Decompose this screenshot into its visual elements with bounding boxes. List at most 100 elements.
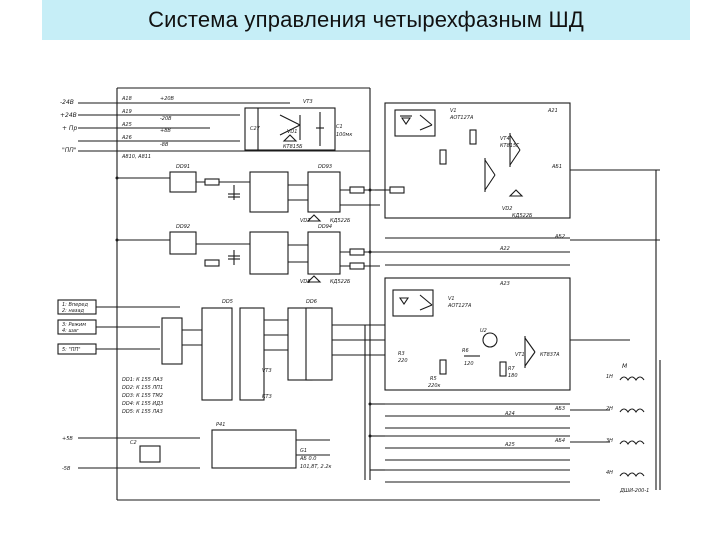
label-vd1: VD1	[287, 129, 297, 135]
label-vt1: VT1	[515, 352, 525, 358]
left-bus	[116, 87, 600, 501]
connection-bus	[115, 88, 385, 480]
label-r3-val: 220	[398, 358, 408, 364]
label-vd7-type: КД522Б	[330, 218, 351, 224]
label-g1: G1	[300, 448, 307, 454]
label-a24: А24	[504, 411, 515, 417]
control-switches: 1: Вперед 2: назад 3: Режим 4: шаг 5: "П…	[57, 299, 180, 355]
label-r5: R5	[430, 376, 437, 382]
label-in-plus24: +24В	[60, 112, 77, 119]
parts-list: DD1: К 155 ЛА3 DD2: К 155 ЛП1 DD3: К 155…	[122, 377, 163, 415]
label-c1: C1	[336, 124, 343, 130]
label-parts4: DD4: К 155 ИД3	[122, 401, 163, 407]
label-phase3: 3Н	[606, 438, 613, 444]
label-phase2: 2Н	[606, 406, 613, 412]
label-ds3: 5: "ПП"	[62, 347, 81, 353]
power-supply-block: VT3 КТ815Б VD1 C1 100мк С27	[244, 99, 352, 151]
label-motor: М	[622, 363, 628, 370]
label-r6: R6	[462, 348, 469, 354]
label-vd8-type: КД522Б	[330, 279, 351, 285]
driver-a23: V1 АОТ127А U2 R5 220к R6 120 R7 180 VT1 …	[384, 277, 630, 391]
label-plus5b: +5В	[62, 436, 73, 442]
label-vt4-type: КТ815Г	[500, 143, 520, 149]
label-c1-val: 100мк	[336, 132, 352, 138]
label-a22: А22	[499, 246, 510, 252]
counter-block: DD5 DD6 VT3 КТ3	[161, 299, 385, 401]
label-phase4: 4Н	[606, 470, 613, 476]
label-dd6: DD6	[306, 299, 317, 305]
label-phase1: 1Н	[606, 374, 613, 380]
label-dd92: DD92	[176, 224, 190, 230]
label-plus20: +20В	[160, 96, 175, 102]
label-motor-type: ДШИ-200-1	[619, 488, 649, 494]
label-a19: А19	[121, 109, 132, 115]
label-a21: А21	[547, 108, 558, 114]
label-vt1-type: КТ837А	[540, 352, 560, 358]
label-plus8: +8В	[160, 128, 171, 134]
label-r10: А810, А811	[121, 154, 151, 160]
label-r41: Р41	[216, 422, 225, 428]
label-a25: А25	[121, 122, 132, 128]
label-a26: А26	[121, 135, 132, 141]
label-v1-mid: V1	[448, 296, 455, 302]
input-rails: -24В +24В + Пр "ПП" А18 А19 А25 А26 А810…	[60, 96, 370, 160]
label-r7: R7	[508, 366, 515, 372]
label-u2: U2	[480, 328, 487, 334]
label-parts1: DD1: К 155 ЛА3	[122, 377, 163, 383]
label-v1-top: V1	[450, 108, 457, 114]
label-osc: 101,8Т, 2.2к	[300, 464, 332, 470]
label-vt3b-type: КТ3	[262, 394, 272, 400]
oscillator-block: +5В -5В C2 Р41 G1 АБ 0.0 101,8Т, 2.2к	[62, 422, 332, 472]
label-vt3: VT3	[303, 99, 313, 105]
label-in-pr: + Пр	[62, 125, 77, 132]
label-r6-val: 120	[464, 361, 474, 367]
label-ds1b: 2: назад	[62, 308, 85, 314]
logic-row-1: DD91 DD93 VD7 КД522Б	[117, 164, 405, 224]
driver-a21: V1 АОТ127А VT4 КТ815Г VD2 КД522Б А21 АБ1	[384, 102, 660, 219]
label-ab2: АБ2	[554, 234, 565, 240]
label-vt4: VT4	[500, 136, 510, 142]
label-ds1: 1: Вперед	[62, 302, 88, 308]
title-banner: Система управления четырехфазным ШД	[42, 0, 690, 40]
label-vt3-type: КТ815Б	[283, 144, 303, 150]
stepper-motor: М 1Н 2Н 3Н 4Н ДШИ-200-1	[606, 170, 661, 494]
label-dd94: DD94	[318, 224, 332, 230]
label-vd2-type: КД522Б	[512, 213, 533, 219]
label-c2: C2	[130, 440, 137, 446]
label-a23: А23	[499, 281, 510, 287]
driver-a24-a25: А24 А25 АБ3 АБ4	[385, 403, 610, 483]
label-dd5: DD5	[222, 299, 233, 305]
label-dd91: DD91	[176, 164, 190, 170]
driver-a22: А22 АБ2	[385, 234, 660, 266]
label-minus5: -5В	[62, 466, 71, 472]
label-r7-val: 180	[508, 373, 518, 379]
logic-row-2: DD92 DD94 VD8 КД522Б	[117, 224, 400, 285]
label-ab-bottom: АБ 0.0	[299, 456, 316, 462]
label-ab1: АБ1	[551, 164, 562, 170]
label-vt3b: VT3	[262, 368, 272, 374]
label-minus20: -20В	[160, 116, 172, 122]
label-ds2: 3: Режим	[62, 322, 86, 328]
label-r3: R3	[398, 351, 405, 357]
label-ab3: АБ3	[554, 406, 565, 412]
label-ab4: АБ4	[554, 438, 565, 444]
label-dd93: DD93	[318, 164, 332, 170]
label-parts2: DD2: К 155 ЛП1	[122, 385, 163, 391]
label-in-minus24: -24В	[60, 99, 74, 106]
page-title: Система управления четырехфазным ШД	[148, 7, 584, 32]
label-vd2: VD2	[502, 206, 512, 212]
label-v1-type-top: АОТ127А	[449, 115, 474, 121]
label-a25b: А25	[504, 442, 515, 448]
label-minus8: -8В	[160, 142, 169, 148]
label-r5-val: 220к	[428, 383, 441, 389]
label-a18: А18	[121, 96, 132, 102]
label-parts5: DD5: К 155 ЛА3	[122, 409, 163, 415]
label-v1-type-mid: АОТ127А	[447, 303, 472, 309]
label-in-pp: "ПП"	[62, 147, 77, 154]
label-vd8: VD8	[300, 279, 310, 285]
label-parts3: DD3: К 155 ТМ2	[122, 393, 163, 399]
label-vd7: VD7	[300, 218, 311, 224]
label-c27: С27	[250, 126, 261, 132]
label-ds2b: 4: шаг	[62, 328, 79, 334]
